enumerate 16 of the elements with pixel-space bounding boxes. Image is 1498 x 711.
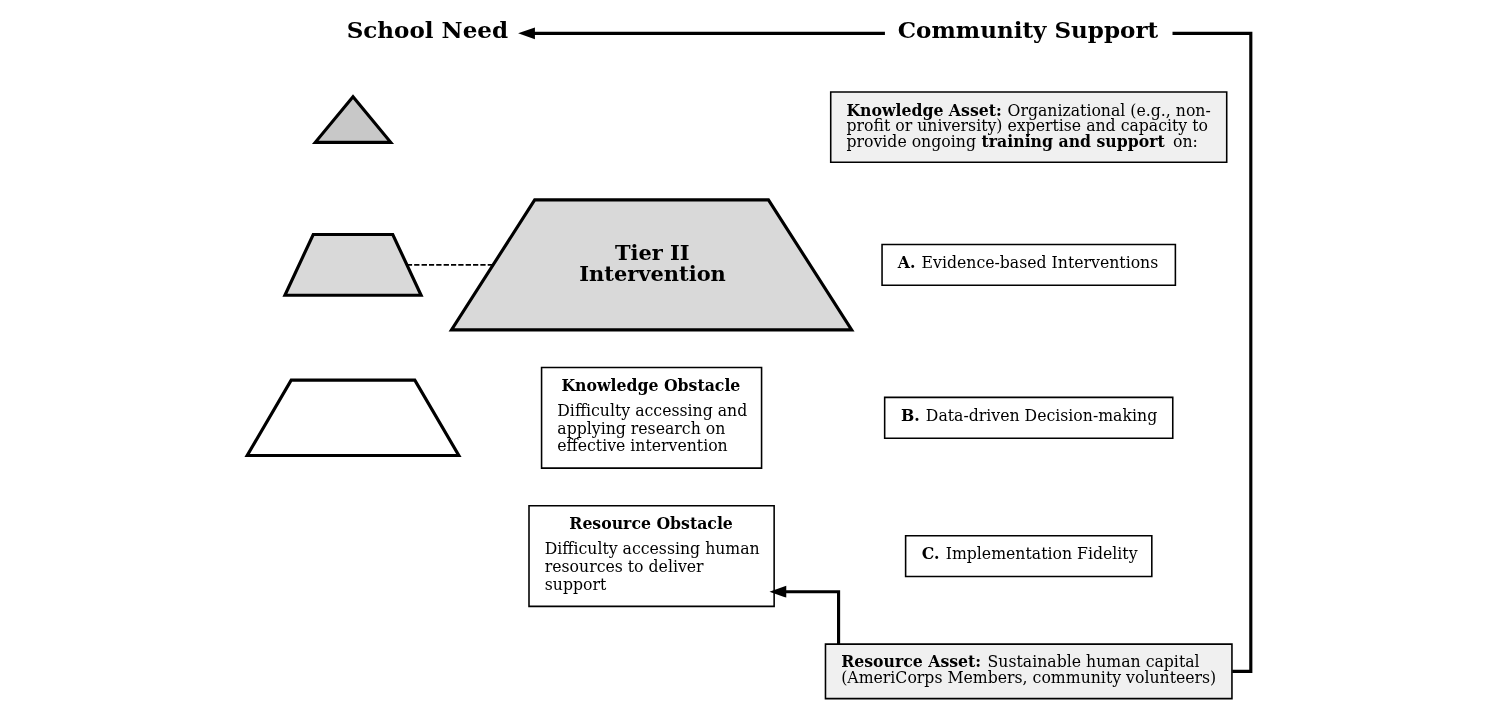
node-box: B. Data-driven Decision-making <box>883 396 1174 440</box>
node-triangle <box>311 94 395 144</box>
node-box: Knowledge Obstacle Difficulty accessing and applying research on effective intervention <box>540 366 763 469</box>
node-trapezium <box>282 232 424 297</box>
arrow <box>769 585 841 644</box>
connector <box>406 264 494 266</box>
node-box: Resource Obstacle Difficulty accessing human resources to deliver support <box>528 505 775 608</box>
node-box: C. Implementation Fidelity <box>904 534 1153 578</box>
node-box: Resource Asset: Sustainable human capital (AmeriCorps Members, community volunteers) <box>824 643 1233 700</box>
node-text: School Need <box>346 16 509 44</box>
node-trapezium <box>244 378 462 458</box>
arrow <box>518 27 885 40</box>
connector <box>1172 31 1253 673</box>
node-box: Knowledge Asset: Organizational (e.g., non-profit or university) expertise and capacity to provide ongoing training and support on: <box>829 91 1228 163</box>
node-box: A. Evidence-based Interventions <box>881 243 1177 287</box>
node-text: Community Support <box>897 16 1159 44</box>
